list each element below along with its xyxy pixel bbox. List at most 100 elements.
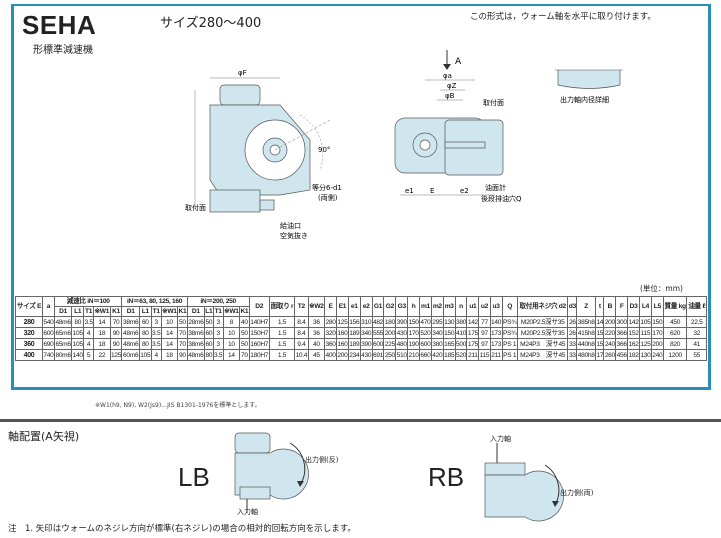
lb-label: LB: [178, 462, 210, 492]
value-cell: 220: [603, 327, 617, 339]
size-cell: 400: [14, 349, 44, 361]
value-cell: 200: [336, 349, 349, 361]
value-cell: 90: [109, 338, 123, 350]
lb-input-label: 入力軸: [237, 508, 258, 516]
value-cell: PS 1: [501, 349, 518, 361]
value-cell: 32: [686, 327, 707, 339]
value-cell: 211: [466, 349, 480, 361]
value-cell: M24P3 深サ45: [516, 349, 569, 361]
table-header-cell: T1: [212, 306, 224, 317]
value-cell: 90: [109, 327, 123, 339]
value-cell: 366: [615, 338, 629, 350]
rb-output-label: 出力側(両): [560, 489, 594, 497]
value-cell: 150: [407, 316, 421, 328]
value-cell: 80: [138, 327, 152, 339]
value-cell: 3.5: [212, 349, 224, 361]
value-cell: 38m6: [186, 327, 206, 339]
value-cell: 300: [615, 316, 629, 328]
value-cell: 36: [307, 327, 326, 339]
table-header-cell: u1: [466, 296, 480, 317]
value-cell: 142: [627, 316, 641, 328]
value-cell: M24P3 深サ45: [516, 338, 569, 350]
table-header-cell: Z: [576, 296, 597, 317]
value-cell: 660: [419, 349, 432, 361]
value-cell: PS 1: [501, 338, 518, 350]
value-cell: 97: [478, 327, 491, 339]
value-cell: 48m6: [121, 338, 140, 350]
table-header-cell: 減速比 iN＝100: [53, 296, 123, 307]
value-cell: 3: [150, 316, 162, 328]
value-cell: 310: [359, 316, 373, 328]
value-cell: 480: [395, 338, 409, 350]
value-cell: 180: [383, 316, 397, 328]
value-cell: 26: [567, 316, 578, 328]
value-cell: 456: [615, 349, 629, 361]
table-header-cell: 質量 kg: [662, 296, 688, 317]
value-cell: 175: [466, 327, 480, 339]
value-cell: 70: [239, 349, 250, 361]
value-cell: 17: [595, 349, 605, 361]
arrangement-title: 軸配置(A矢視): [8, 430, 80, 443]
unit-label: (単位：mm): [640, 284, 683, 293]
value-cell: 360: [324, 338, 337, 350]
value-cell: 130: [442, 316, 456, 328]
section-divider: [0, 419, 721, 422]
table-header-cell: n: [454, 296, 468, 317]
value-cell: 380: [454, 316, 468, 328]
value-cell: 40: [239, 316, 250, 328]
value-cell: 70: [177, 327, 188, 339]
table-header-cell: ※W2: [307, 296, 326, 317]
value-cell: 173: [489, 338, 503, 350]
value-cell: 48m6: [186, 349, 206, 361]
table-header-cell: D1: [121, 306, 140, 317]
value-cell: 77: [478, 316, 491, 328]
label-e1: e1: [405, 187, 414, 195]
value-cell: 182: [627, 349, 641, 361]
value-cell: 170: [407, 327, 421, 339]
value-cell: 160H7: [248, 338, 270, 350]
value-cell: 10: [222, 338, 241, 350]
value-cell: M20P2.5深サ35: [516, 327, 569, 339]
value-cell: 14: [160, 338, 179, 350]
value-cell: 160: [336, 327, 349, 339]
value-cell: 690: [42, 338, 55, 350]
value-cell: 150: [650, 316, 664, 328]
size-cell: 360: [14, 338, 44, 350]
value-cell: 280: [324, 316, 337, 328]
value-cell: 440h8: [576, 338, 597, 350]
table-header-cell: D1: [53, 306, 73, 317]
table-header-cell: 取付用ネジ穴 d2: [516, 296, 569, 317]
value-cell: 80: [204, 349, 214, 361]
label-shaft-detail: 出力軸内径詳細: [560, 95, 609, 104]
value-cell: 48m6: [53, 316, 73, 328]
label-oil-inlet: 給油口: [280, 221, 301, 230]
value-cell: 1200: [662, 349, 688, 361]
value-cell: 366: [615, 327, 629, 339]
value-cell: 3.5: [150, 338, 162, 350]
spec-frame: [11, 4, 711, 390]
value-cell: 60: [138, 316, 152, 328]
value-cell: 482: [371, 316, 385, 328]
table-header-cell: iN＝63, 80, 125, 160: [121, 296, 188, 307]
table-header-cell: G3: [395, 296, 409, 317]
table-header-cell: ※W1: [93, 306, 111, 317]
value-cell: 4: [83, 338, 95, 350]
table-header-cell: m3: [442, 296, 456, 317]
value-cell: 18: [160, 349, 179, 361]
value-cell: 430: [359, 349, 373, 361]
value-cell: 390: [359, 338, 373, 350]
value-cell: 200: [383, 327, 397, 339]
table-header-cell: K1: [177, 306, 188, 317]
value-cell: 3: [212, 338, 224, 350]
value-cell: 9.4: [294, 338, 309, 350]
value-cell: 210: [407, 349, 421, 361]
size-cell: 280: [14, 316, 44, 328]
value-cell: 8.4: [294, 316, 309, 328]
value-cell: 740: [42, 349, 55, 361]
value-cell: 240: [603, 338, 617, 350]
label-bolt-holes: 等分6-d1: [312, 183, 342, 192]
value-cell: 125: [336, 316, 349, 328]
value-cell: 600: [42, 327, 55, 339]
